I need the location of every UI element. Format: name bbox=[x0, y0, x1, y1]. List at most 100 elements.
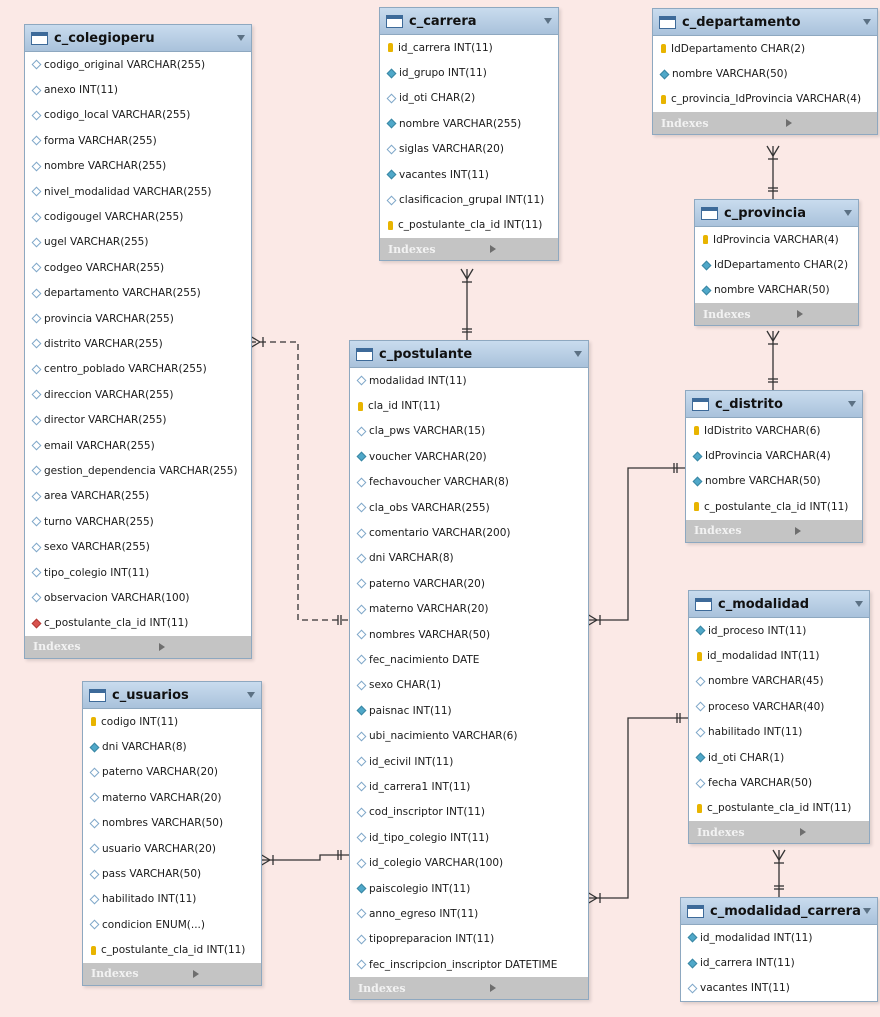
column-row[interactable]: fechavoucher VARCHAR(8) bbox=[350, 470, 588, 495]
column-row[interactable]: c_postulante_cla_id INT(11) bbox=[689, 796, 869, 821]
column-row[interactable]: cla_pws VARCHAR(15) bbox=[350, 419, 588, 444]
indexes-section[interactable]: Indexes bbox=[25, 635, 251, 658]
column-row[interactable]: director VARCHAR(255) bbox=[25, 407, 251, 432]
indexes-section[interactable]: Indexes bbox=[380, 238, 558, 261]
column-row[interactable]: IdProvincia VARCHAR(4) bbox=[695, 227, 858, 252]
column-row[interactable]: id_carrera1 INT(11) bbox=[350, 774, 588, 799]
column-row[interactable]: paterno VARCHAR(20) bbox=[83, 760, 261, 785]
column-row[interactable]: c_postulante_cla_id INT(11) bbox=[686, 494, 862, 519]
column-row[interactable]: direccion VARCHAR(255) bbox=[25, 382, 251, 407]
table-header[interactable]: c_postulante bbox=[350, 341, 588, 368]
expand-arrow-icon[interactable] bbox=[785, 119, 869, 128]
column-row[interactable]: distrito VARCHAR(255) bbox=[25, 331, 251, 356]
indexes-section[interactable]: Indexes bbox=[695, 303, 858, 326]
collapse-arrow-icon[interactable] bbox=[544, 18, 552, 24]
column-row[interactable]: nombres VARCHAR(50) bbox=[350, 622, 588, 647]
column-row[interactable]: c_provincia_IdProvincia VARCHAR(4) bbox=[653, 87, 877, 112]
relationship-c-distrito-to-c-postulante[interactable] bbox=[586, 463, 685, 627]
column-row[interactable]: id_oti CHAR(2) bbox=[380, 86, 558, 111]
column-row[interactable]: id_proceso INT(11) bbox=[689, 618, 869, 643]
column-row[interactable]: turno VARCHAR(255) bbox=[25, 509, 251, 534]
column-row[interactable]: id_modalidad INT(11) bbox=[681, 925, 877, 950]
column-row[interactable]: sexo CHAR(1) bbox=[350, 673, 588, 698]
indexes-section[interactable]: Indexes bbox=[83, 962, 261, 985]
column-row[interactable]: ubi_nacimiento VARCHAR(6) bbox=[350, 723, 588, 748]
column-row[interactable]: materno VARCHAR(20) bbox=[83, 785, 261, 810]
collapse-arrow-icon[interactable] bbox=[844, 210, 852, 216]
column-row[interactable]: departamento VARCHAR(255) bbox=[25, 281, 251, 306]
column-row[interactable]: tipo_colegio INT(11) bbox=[25, 560, 251, 585]
relationship-c-modalidad-to-c-modalidad-carrera[interactable] bbox=[772, 849, 786, 897]
column-row[interactable]: c_postulante_cla_id INT(11) bbox=[380, 213, 558, 238]
column-row[interactable]: codigo_local VARCHAR(255) bbox=[25, 103, 251, 128]
column-row[interactable]: paisnac INT(11) bbox=[350, 698, 588, 723]
column-row[interactable]: nombres VARCHAR(50) bbox=[83, 811, 261, 836]
column-row[interactable]: nombre VARCHAR(255) bbox=[25, 154, 251, 179]
table-header[interactable]: c_provincia bbox=[695, 200, 858, 227]
column-row[interactable]: vacantes INT(11) bbox=[681, 976, 877, 1001]
column-row[interactable]: comentario VARCHAR(200) bbox=[350, 520, 588, 545]
table-header[interactable]: c_modalidad_carrera bbox=[681, 898, 877, 925]
column-row[interactable]: id_oti CHAR(1) bbox=[689, 745, 869, 770]
column-row[interactable]: IdProvincia VARCHAR(4) bbox=[686, 443, 862, 468]
column-row[interactable]: id_grupo INT(11) bbox=[380, 60, 558, 85]
column-row[interactable]: nombre VARCHAR(50) bbox=[695, 278, 858, 303]
column-row[interactable]: tipopreparacion INT(11) bbox=[350, 927, 588, 952]
indexes-section[interactable]: Indexes bbox=[686, 519, 862, 542]
column-row[interactable]: id_modalidad INT(11) bbox=[689, 643, 869, 668]
table-header[interactable]: c_colegioperu bbox=[25, 25, 251, 52]
column-row[interactable]: modalidad INT(11) bbox=[350, 368, 588, 393]
table-header[interactable]: c_carrera bbox=[380, 8, 558, 35]
column-row[interactable]: fecha VARCHAR(50) bbox=[689, 770, 869, 795]
column-row[interactable]: pass VARCHAR(50) bbox=[83, 861, 261, 886]
column-row[interactable]: habilitado INT(11) bbox=[83, 887, 261, 912]
column-row[interactable]: codigougel VARCHAR(255) bbox=[25, 204, 251, 229]
collapse-arrow-icon[interactable] bbox=[247, 692, 255, 698]
relationship-c-usuarios-to-c-postulante[interactable] bbox=[259, 850, 349, 867]
column-row[interactable]: anno_egreso INT(11) bbox=[350, 901, 588, 926]
column-row[interactable]: sexo VARCHAR(255) bbox=[25, 534, 251, 559]
indexes-section[interactable]: Indexes bbox=[350, 977, 588, 1000]
expand-arrow-icon[interactable] bbox=[799, 828, 861, 837]
column-row[interactable]: nivel_modalidad VARCHAR(255) bbox=[25, 179, 251, 204]
column-row[interactable]: proceso VARCHAR(40) bbox=[689, 694, 869, 719]
column-row[interactable]: voucher VARCHAR(20) bbox=[350, 444, 588, 469]
column-row[interactable]: nombre VARCHAR(50) bbox=[686, 469, 862, 494]
collapse-arrow-icon[interactable] bbox=[863, 908, 871, 914]
column-row[interactable]: provincia VARCHAR(255) bbox=[25, 306, 251, 331]
column-row[interactable]: nombre VARCHAR(50) bbox=[653, 61, 877, 86]
expand-arrow-icon[interactable] bbox=[489, 984, 580, 993]
column-row[interactable]: c_postulante_cla_id INT(11) bbox=[83, 938, 261, 963]
indexes-section[interactable]: Indexes bbox=[689, 821, 869, 844]
column-row[interactable]: materno VARCHAR(20) bbox=[350, 597, 588, 622]
table-header[interactable]: c_modalidad bbox=[689, 591, 869, 618]
collapse-arrow-icon[interactable] bbox=[574, 351, 582, 357]
column-row[interactable]: clasificacion_grupal INT(11) bbox=[380, 187, 558, 212]
relationship-c-carrera-to-c-postulante[interactable] bbox=[460, 268, 474, 340]
relationship-c-provincia-to-c-distrito[interactable] bbox=[766, 330, 780, 390]
column-row[interactable]: id_ecivil INT(11) bbox=[350, 749, 588, 774]
relationship-c-departamento-to-c-provincia[interactable] bbox=[766, 145, 780, 199]
column-row[interactable]: vacantes INT(11) bbox=[380, 162, 558, 187]
column-row[interactable]: nombre VARCHAR(45) bbox=[689, 669, 869, 694]
collapse-arrow-icon[interactable] bbox=[848, 401, 856, 407]
expand-arrow-icon[interactable] bbox=[489, 245, 550, 254]
column-row[interactable]: nombre VARCHAR(255) bbox=[380, 111, 558, 136]
collapse-arrow-icon[interactable] bbox=[863, 19, 871, 25]
column-row[interactable]: centro_poblado VARCHAR(255) bbox=[25, 357, 251, 382]
column-row[interactable]: paterno VARCHAR(20) bbox=[350, 571, 588, 596]
relationship-c-modalidad-to-c-postulante[interactable] bbox=[586, 713, 688, 905]
indexes-section[interactable]: Indexes bbox=[653, 112, 877, 135]
expand-arrow-icon[interactable] bbox=[192, 969, 253, 978]
expand-arrow-icon[interactable] bbox=[794, 526, 854, 535]
column-row[interactable]: condicion ENUM(...) bbox=[83, 912, 261, 937]
column-row[interactable]: id_tipo_colegio INT(11) bbox=[350, 825, 588, 850]
column-row[interactable]: codgeo VARCHAR(255) bbox=[25, 255, 251, 280]
column-row[interactable]: cla_obs VARCHAR(255) bbox=[350, 495, 588, 520]
